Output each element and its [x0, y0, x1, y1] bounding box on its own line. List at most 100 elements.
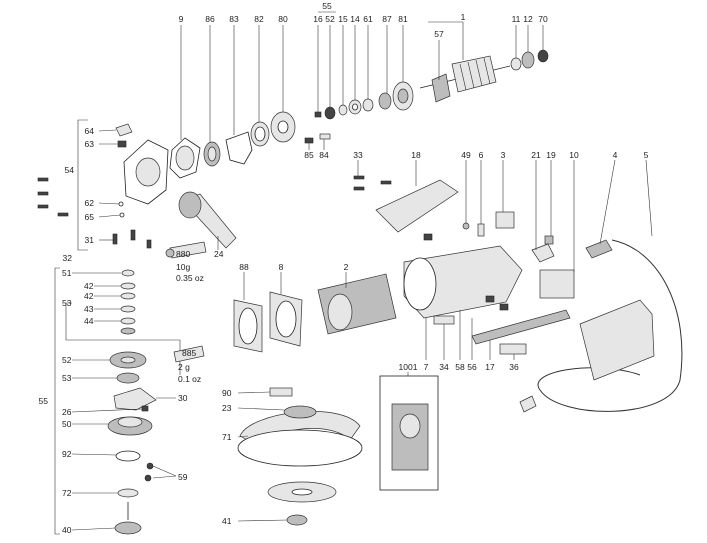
callout-64: 64 [85, 126, 95, 136]
callout-57: 57 [434, 29, 444, 39]
part-72 [117, 488, 139, 498]
part-42b [120, 292, 136, 300]
leader-90 [237, 391, 271, 394]
part-17-switch-rod [471, 309, 571, 345]
part-26 [141, 405, 149, 412]
part-41-nut [286, 514, 308, 526]
part-30-plate [113, 387, 157, 411]
callout-18: 18 [411, 150, 421, 160]
callout-15: 15 [338, 14, 348, 24]
part-83-plate [225, 131, 253, 165]
callout-23: 23 [222, 403, 232, 413]
part-19 [544, 235, 554, 245]
leader-64 [98, 129, 117, 132]
part-9-bore [175, 145, 195, 171]
callout-52-top: 52 [325, 14, 335, 24]
part-24-handle-head [178, 191, 202, 219]
callout-885: 885 [182, 348, 196, 358]
part-53a [120, 327, 136, 335]
rotor-slot [459, 63, 467, 91]
part-87-bearing [378, 92, 392, 110]
callout-88: 88 [239, 262, 249, 272]
callout-36: 36 [509, 362, 519, 372]
part-57-commutator [431, 73, 451, 103]
part-62 [118, 201, 124, 207]
callout-30: 30 [178, 393, 188, 403]
part-4-strain-relief [585, 239, 613, 259]
leader-23 [237, 407, 285, 411]
callout-54: 54 [65, 165, 75, 175]
part-92-oring [115, 450, 141, 462]
part-5-cable [537, 239, 683, 412]
part-88-bore [238, 307, 258, 345]
inset-1001-bore [399, 413, 421, 439]
callout-55-top: 55 [322, 1, 332, 11]
callout-2: 2 [344, 262, 349, 272]
callout-14: 14 [350, 14, 360, 24]
part-81-hub [397, 88, 409, 104]
leader-4 [599, 159, 616, 245]
callout-86: 86 [205, 14, 215, 24]
part-31-screw-c [146, 239, 152, 249]
part-86-ring-inner [207, 146, 217, 162]
callout-17: 17 [485, 362, 495, 372]
part-880-cap [165, 248, 175, 258]
callout-34: 34 [439, 362, 449, 372]
part-1-rotor [451, 55, 497, 93]
part-18-cover [375, 179, 459, 233]
callout-5: 5 [644, 150, 649, 160]
callout-21: 21 [531, 150, 541, 160]
part-14-hole [352, 103, 358, 111]
motor-housing-group: 33 18 49 6 3 21 19 10 4 5 88 8 2 7 34 58… [233, 150, 683, 491]
callout-62: 62 [85, 198, 95, 208]
part-52-bearing [324, 106, 336, 120]
callout-80: 80 [278, 14, 288, 24]
callout-63: 63 [85, 139, 95, 149]
part-51 [121, 269, 135, 277]
part-61 [362, 98, 374, 112]
part-63-spring [117, 140, 127, 148]
callout-42a: 42 [84, 281, 94, 291]
leader-65 [98, 214, 121, 218]
part-40-spindle [114, 521, 142, 535]
callout-41: 41 [222, 516, 232, 526]
part-42a [120, 282, 136, 290]
note-10g: 10g [176, 262, 190, 272]
callout-72: 72 [62, 488, 72, 498]
part-49 [462, 222, 470, 230]
guard-group: 90 23 71 41 [222, 387, 363, 526]
part-71-rim [237, 429, 363, 467]
part-50-top [117, 416, 143, 428]
callout-880: 880 [176, 249, 190, 259]
part-84 [319, 133, 331, 140]
callout-70: 70 [538, 14, 548, 24]
part-70 [537, 49, 549, 63]
part-36-label [499, 343, 527, 355]
callout-16: 16 [313, 14, 323, 24]
gear-housing-group: 64 63 54 62 65 31 32 24 880 10g 0.35 oz [37, 119, 237, 283]
callout-32: 32 [63, 253, 73, 263]
rotor-slot [475, 59, 483, 87]
callout-85-top: 85 [304, 150, 314, 160]
callout-82: 82 [254, 14, 264, 24]
top-row-parts: 9 86 83 82 80 55 16 52 15 14 61 87 81 1 … [169, 1, 549, 179]
part-43 [120, 305, 136, 313]
callout-55-left: 55 [39, 396, 49, 406]
callout-10: 10 [569, 150, 579, 160]
part-33-screw-b [353, 186, 365, 191]
part-18-clip [423, 233, 433, 241]
callout-4: 4 [613, 150, 618, 160]
leader-71 [237, 435, 249, 438]
note-2g: 2 g [178, 362, 190, 372]
callout-53-stack: 53 [62, 298, 72, 308]
part-85 [304, 137, 314, 144]
callout-81: 81 [398, 14, 408, 24]
part-33-screw-c [380, 180, 392, 185]
part-disc-hole [291, 488, 313, 496]
part-31-screw-a [112, 233, 118, 245]
part-33-screw-a [353, 175, 365, 180]
callout-84: 84 [319, 150, 329, 160]
callout-49: 49 [461, 150, 471, 160]
leader-59 [152, 465, 177, 479]
callout-6: 6 [479, 150, 484, 160]
